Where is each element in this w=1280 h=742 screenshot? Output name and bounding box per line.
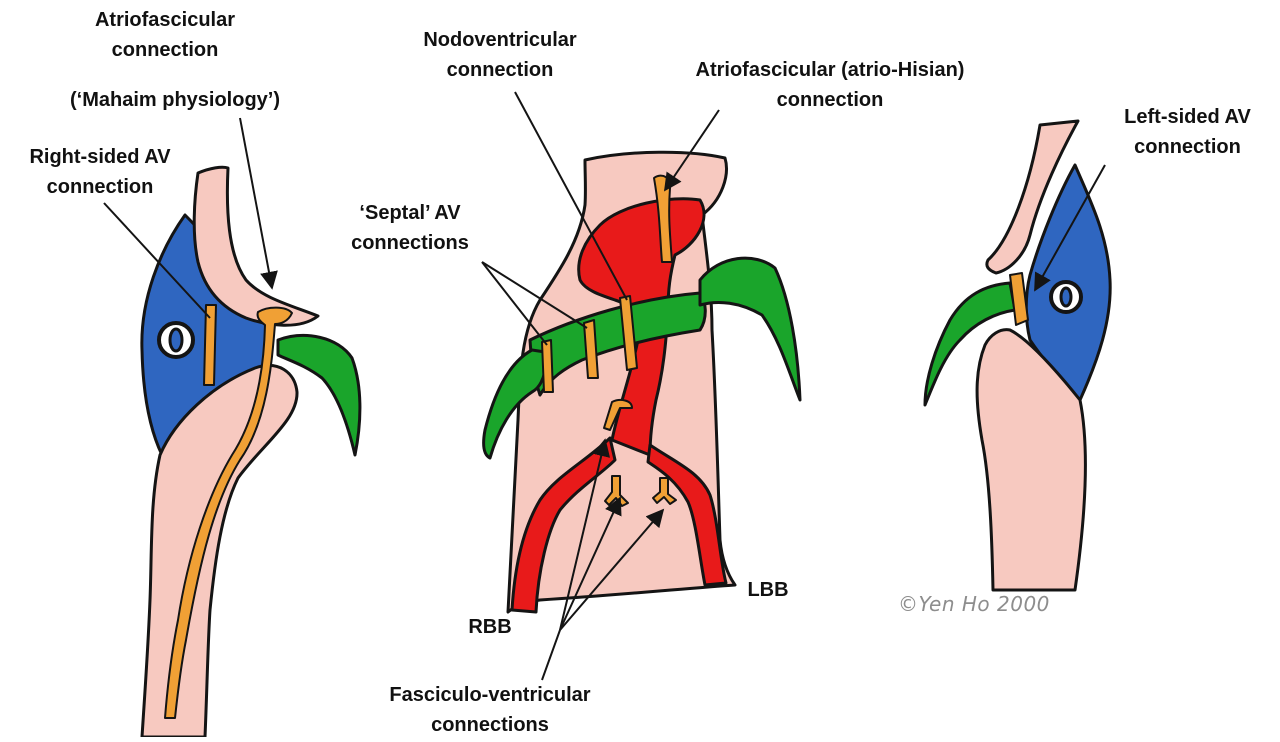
label-line: Left-sided AV bbox=[1124, 106, 1251, 128]
leader-nodoventricular bbox=[514, 91, 628, 301]
leader-mahaim bbox=[239, 117, 278, 290]
label-mahaim-physiology: (‘Mahaim physiology’) bbox=[45, 85, 305, 115]
copyright-signature: ©Yen Ho 2000 bbox=[898, 592, 1050, 616]
label-line: connection bbox=[1134, 136, 1241, 158]
label-line: Atriofascicular (atrio-Hisian) bbox=[695, 59, 965, 81]
left-atrial-wall-tissue bbox=[192, 165, 320, 327]
label-left-sided-av: Left-sided AV connection bbox=[1095, 102, 1280, 162]
fasciculo-ventricular-pathway-1 bbox=[603, 399, 633, 431]
label-septal-av: ‘Septal’ AV connections bbox=[330, 198, 490, 258]
atrial-wall-tissue bbox=[985, 119, 1080, 275]
label-line: Nodoventricular bbox=[423, 29, 577, 51]
coronary-sinus-hole bbox=[168, 327, 184, 353]
leader-atrio-hisian bbox=[663, 109, 720, 192]
leader-fv-2 bbox=[559, 496, 622, 631]
label-right-sided-av: Right-sided AV connection bbox=[0, 142, 200, 202]
pulmonary-vein-hole bbox=[1059, 286, 1073, 308]
left-sided-av-pathway bbox=[1009, 272, 1029, 326]
septal-av-pathway-2 bbox=[583, 319, 599, 379]
mitral-valve-leaflet bbox=[923, 281, 1017, 407]
leader-septal-2 bbox=[481, 261, 588, 329]
nodoventricular-pathway bbox=[619, 295, 638, 371]
ventricular-wall-tissue bbox=[975, 328, 1087, 592]
center-heart-drawing bbox=[482, 150, 802, 614]
label-atrio-hisian: Atriofascicular (atrio-Hisian) connectio… bbox=[660, 55, 1000, 115]
right-heart-drawing bbox=[923, 119, 1112, 592]
leader-lines bbox=[103, 91, 1106, 681]
label-rbb: RBB bbox=[460, 612, 520, 642]
fasciculo-ventricular-pathway-3 bbox=[652, 477, 677, 505]
tricuspid-valve-leaflet bbox=[276, 334, 362, 457]
label-line: connections bbox=[431, 714, 549, 736]
leader-left-sided-av bbox=[1034, 164, 1106, 292]
leader-fv-stem bbox=[541, 629, 561, 681]
leader-fv-1 bbox=[559, 438, 611, 631]
left-heart-drawing bbox=[140, 165, 362, 739]
label-line: ‘Septal’ AV bbox=[359, 202, 461, 224]
label-line: connection bbox=[446, 59, 554, 81]
label-line: connections bbox=[351, 232, 469, 254]
label-line: RBB bbox=[468, 616, 512, 638]
right-sided-av-pathway bbox=[203, 304, 217, 386]
leader-septal-1 bbox=[481, 261, 548, 346]
label-fasciculo-ventricular: Fasciculo-ventricular connections bbox=[340, 680, 640, 740]
label-line: Right-sided AV bbox=[29, 146, 171, 168]
label-lbb: LBB bbox=[738, 575, 798, 605]
label-line: LBB bbox=[747, 579, 789, 601]
mitral-leaflet-right bbox=[698, 256, 802, 402]
septal-av-green-band bbox=[528, 291, 707, 397]
label-line: (‘Mahaim physiology’) bbox=[69, 89, 281, 111]
label-line: Atriofascicular bbox=[94, 9, 236, 31]
septal-av-pathway-1 bbox=[541, 339, 554, 393]
leader-right-sided-av bbox=[103, 202, 211, 319]
right-bundle-branch bbox=[510, 436, 617, 614]
left-bundle-branch bbox=[646, 443, 728, 587]
label-line: connection bbox=[111, 39, 219, 61]
leader-fv-3 bbox=[559, 508, 665, 631]
label-atriofascicular-left: Atriofascicular connection bbox=[85, 5, 245, 65]
label-line: connection bbox=[46, 176, 154, 198]
label-nodoventricular: Nodoventricular connection bbox=[390, 25, 610, 85]
label-line: Fasciculo-ventricular bbox=[389, 684, 591, 706]
mahaim-pathway bbox=[164, 306, 293, 719]
label-line: connection bbox=[776, 89, 884, 111]
tricuspid-leaflet-left bbox=[482, 348, 548, 460]
